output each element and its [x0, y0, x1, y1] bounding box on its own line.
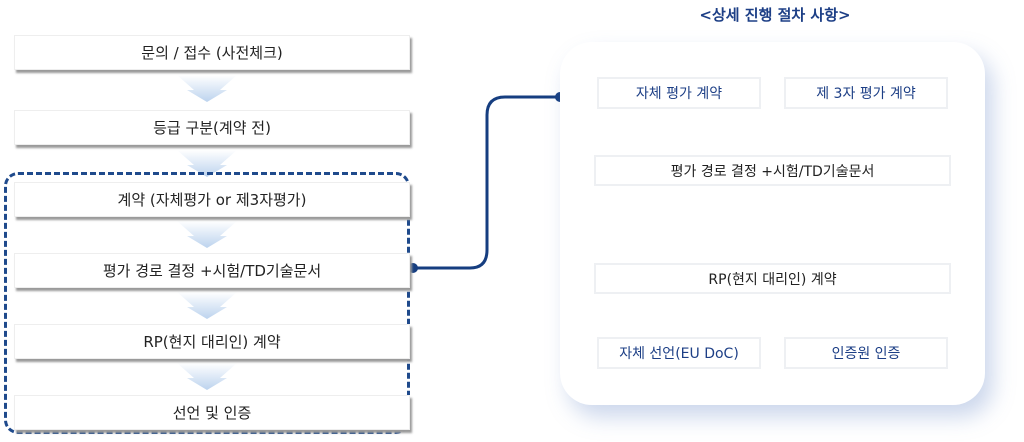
- step-contract: 계약 (자체평가 or 제3자평가): [14, 182, 410, 217]
- step-path: 평가 경로 결정 +시험/TD기술문서: [14, 253, 410, 288]
- certification: 인증원 인증: [784, 337, 948, 369]
- step-label: 문의 / 접수 (사전체크): [141, 44, 283, 62]
- step-grade: 등급 구분(계약 전): [14, 110, 410, 145]
- eval-path: 평가 경로 결정 +시험/TD기술문서: [594, 155, 951, 186]
- step-label: 선언 및 인증: [172, 404, 252, 422]
- contract-phase-group: [4, 172, 410, 434]
- rp-contract: RP(현지 대리인) 계약: [594, 263, 951, 294]
- third-party-contract: 제 3자 평가 계약: [784, 77, 948, 109]
- self-eval-contract: 자체 평가 계약: [597, 77, 761, 109]
- down-arrow-icon: [177, 75, 237, 102]
- step-label: 평가 경로 결정 +시험/TD기술문서: [102, 262, 322, 280]
- self-declaration: 자체 선언(EU DoC): [597, 337, 761, 369]
- connector-dot: [408, 263, 418, 273]
- step-label: RP(현지 대리인) 계약: [143, 333, 281, 351]
- down-arrow-icon: [177, 363, 237, 390]
- down-arrow-icon: [177, 221, 237, 248]
- down-arrow-icon: [177, 292, 237, 319]
- step-label: 계약 (자체평가 or 제3자평가): [117, 191, 307, 209]
- detail-title: <상세 진행 절차 사항>: [699, 6, 851, 24]
- step-declaration: 선언 및 인증: [14, 395, 410, 430]
- down-arrow-icon: [177, 150, 237, 177]
- step-rp: RP(현지 대리인) 계약: [14, 324, 410, 359]
- step-inquiry: 문의 / 접수 (사전체크): [14, 35, 410, 70]
- connector-line: [413, 95, 560, 270]
- step-label: 등급 구분(계약 전): [153, 119, 271, 137]
